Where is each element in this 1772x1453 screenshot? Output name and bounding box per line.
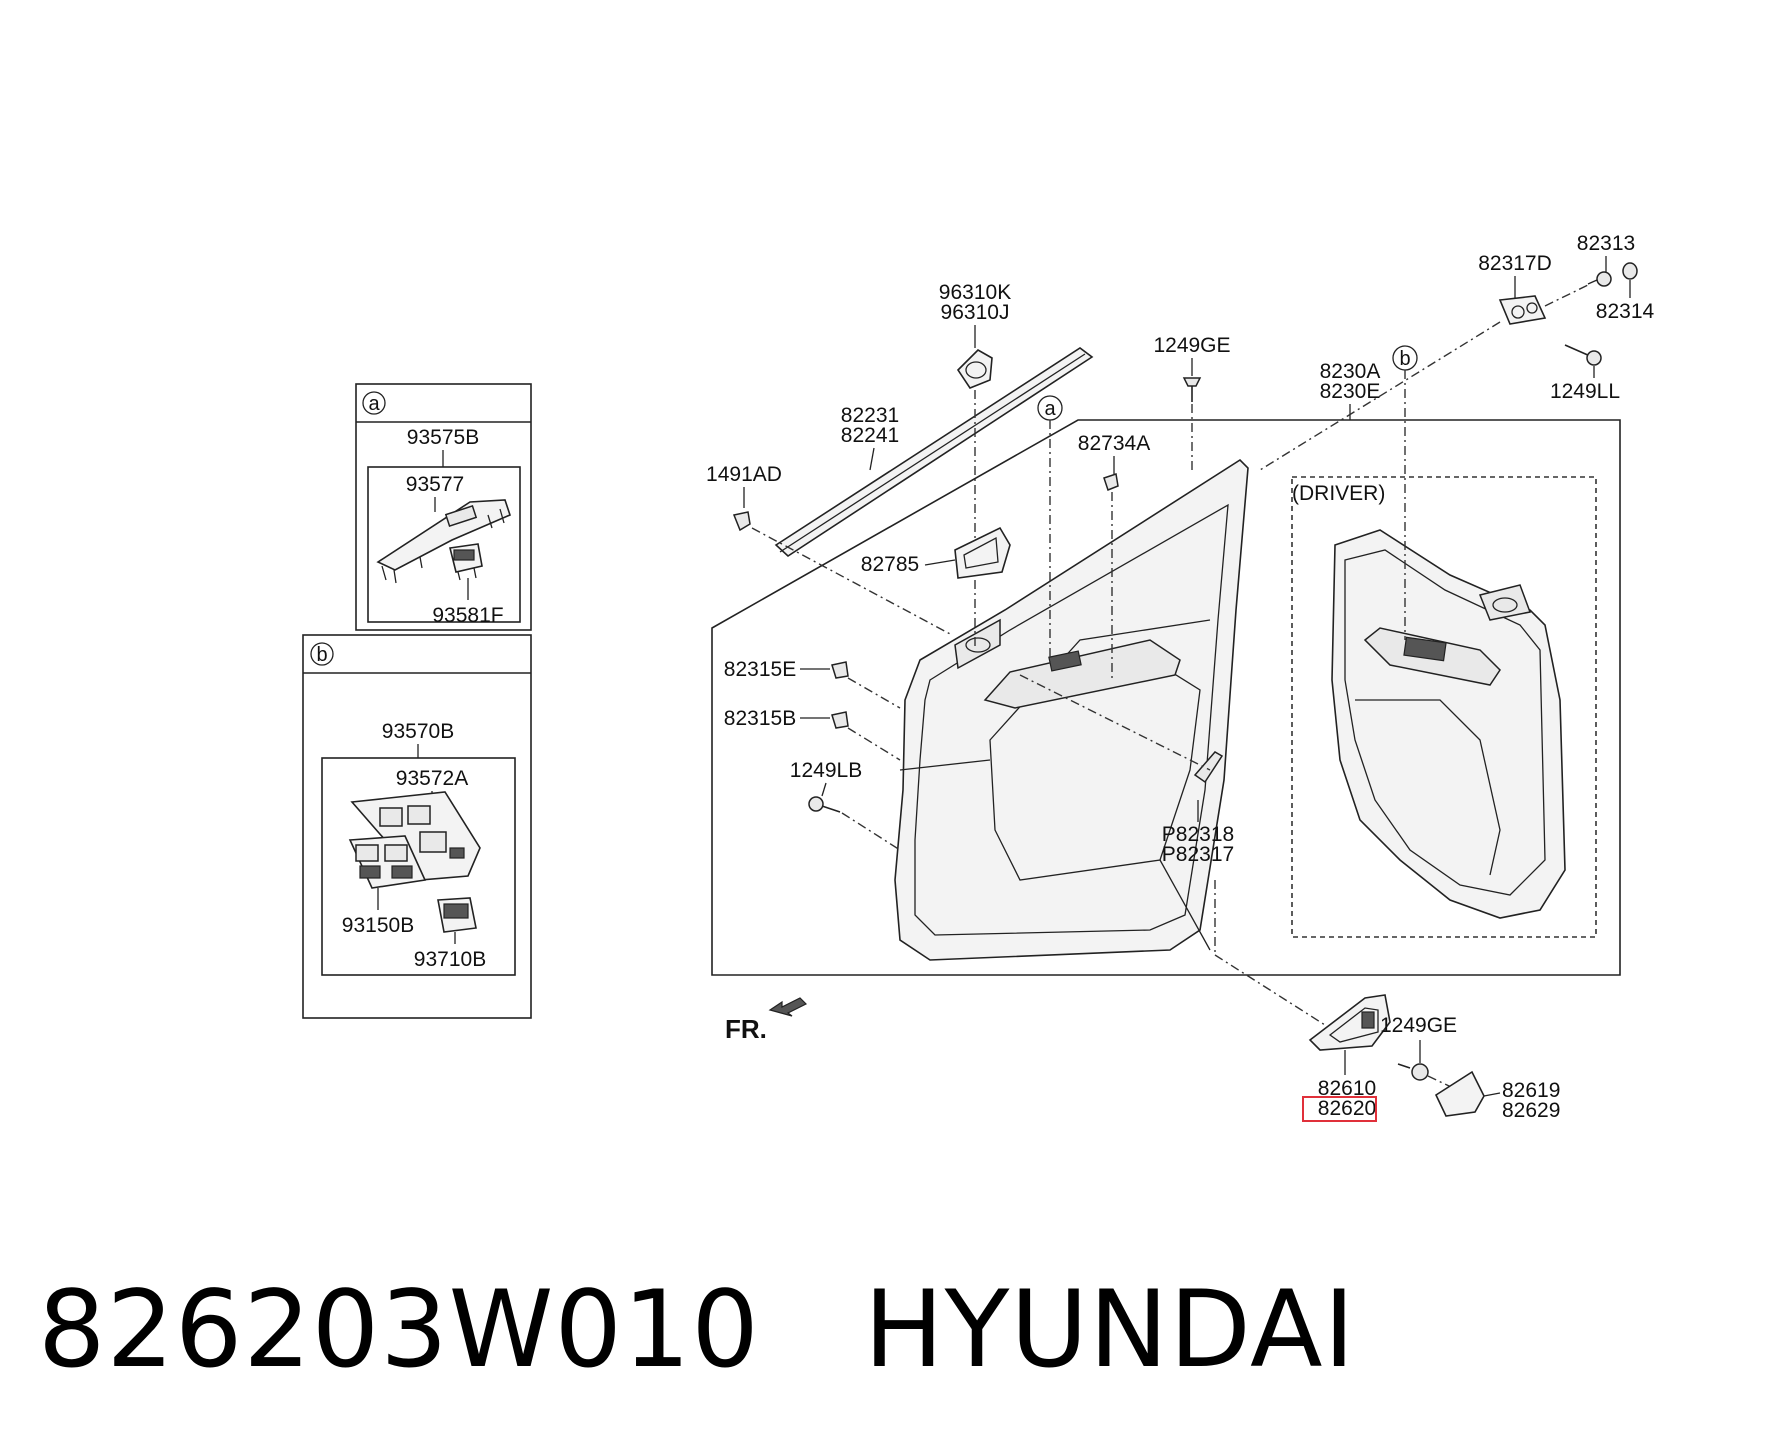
label-p82318: P82318 <box>1162 823 1234 846</box>
main-marker-a: a <box>1044 398 1056 420</box>
label-93572a: 93572A <box>396 767 468 790</box>
clip-1491ad <box>732 511 751 532</box>
screw-1249ll <box>1564 344 1602 366</box>
label-82620: 82620 <box>1318 1097 1376 1120</box>
caption: 826203W010 HYUNDAI <box>38 1268 1356 1391</box>
label-82313: 82313 <box>1577 232 1635 255</box>
cap-82314 <box>1622 262 1638 280</box>
weatherstrip-82231 <box>774 347 1094 558</box>
inset-b-marker: b <box>316 644 327 666</box>
inset-a-marker: a <box>368 393 380 415</box>
switch-93710b <box>437 897 477 933</box>
label-93150b: 93150B <box>342 914 414 937</box>
label-1249ge-top: 1249GE <box>1153 334 1230 357</box>
switch-panel-b <box>350 791 481 881</box>
screw-82313 <box>1587 271 1612 287</box>
label-93710b: 93710B <box>414 948 486 971</box>
switch-93581f <box>449 543 483 581</box>
label-1249lb: 1249LB <box>790 759 862 782</box>
cover-p82318 <box>1193 751 1224 784</box>
cover-82619 <box>1434 1070 1485 1117</box>
caption-part-number: 826203W010 <box>38 1268 760 1391</box>
door-trim-panel <box>894 458 1249 961</box>
label-93581f: 93581F <box>432 604 503 627</box>
label-82619: 82619 <box>1502 1079 1560 1102</box>
label-93577: 93577 <box>406 473 464 496</box>
label-82610: 82610 <box>1318 1077 1376 1100</box>
clip-82315e <box>831 661 849 679</box>
highlight-box <box>1302 1096 1377 1122</box>
caption-brand: HYUNDAI <box>863 1268 1356 1391</box>
label-82785: 82785 <box>861 553 919 576</box>
switch-bezel-a <box>376 499 511 584</box>
bezel-82785 <box>954 526 1011 579</box>
main-marker-b: b <box>1399 348 1410 370</box>
label-93570b: 93570B <box>382 720 454 743</box>
screw-1249ge-top <box>1182 377 1202 402</box>
label-82317d: 82317D <box>1478 252 1552 275</box>
label-8230e: 8230E <box>1320 380 1381 403</box>
inset-a: a 93575B 93577 93581F <box>355 383 532 631</box>
tweeter-96310k <box>956 349 993 389</box>
label-82231: 82231 <box>841 404 899 427</box>
label-96310k: 96310K <box>939 281 1011 304</box>
label-96310j: 96310J <box>941 301 1010 324</box>
screw-1249lb <box>808 796 841 813</box>
label-p82317: P82317 <box>1162 843 1234 866</box>
label-82315b: 82315B <box>724 707 796 730</box>
label-93575b: 93575B <box>407 426 479 449</box>
screw-1249ge-bottom <box>1397 1063 1429 1081</box>
inset-b: b 93570B 93572A 93150B 93710B <box>302 634 532 1019</box>
label-1249ll: 1249LL <box>1550 380 1620 403</box>
label-1249ge-bottom: 1249GE <box>1380 1014 1457 1037</box>
main-assembly: (DRIVER) <box>706 232 1655 1026</box>
label-82629: 82629 <box>1502 1099 1560 1122</box>
label-82314: 82314 <box>1596 300 1655 323</box>
clip-82734a <box>1103 473 1119 491</box>
door-trim-driver <box>1331 529 1566 919</box>
label-82241: 82241 <box>841 424 899 447</box>
clip-82315b <box>831 711 849 729</box>
front-arrow: FR. <box>725 997 808 1044</box>
label-1491ad: 1491AD <box>706 463 782 486</box>
driver-label: (DRIVER) <box>1292 482 1385 505</box>
label-8230a: 8230A <box>1320 360 1381 383</box>
inside-handle-82610 <box>1308 994 1391 1051</box>
switch-93150b <box>348 835 427 889</box>
label-82734a: 82734A <box>1078 432 1150 455</box>
label-82315e: 82315E <box>724 658 796 681</box>
bracket-82317d <box>1498 295 1547 325</box>
fr-label: FR. <box>725 1014 767 1044</box>
